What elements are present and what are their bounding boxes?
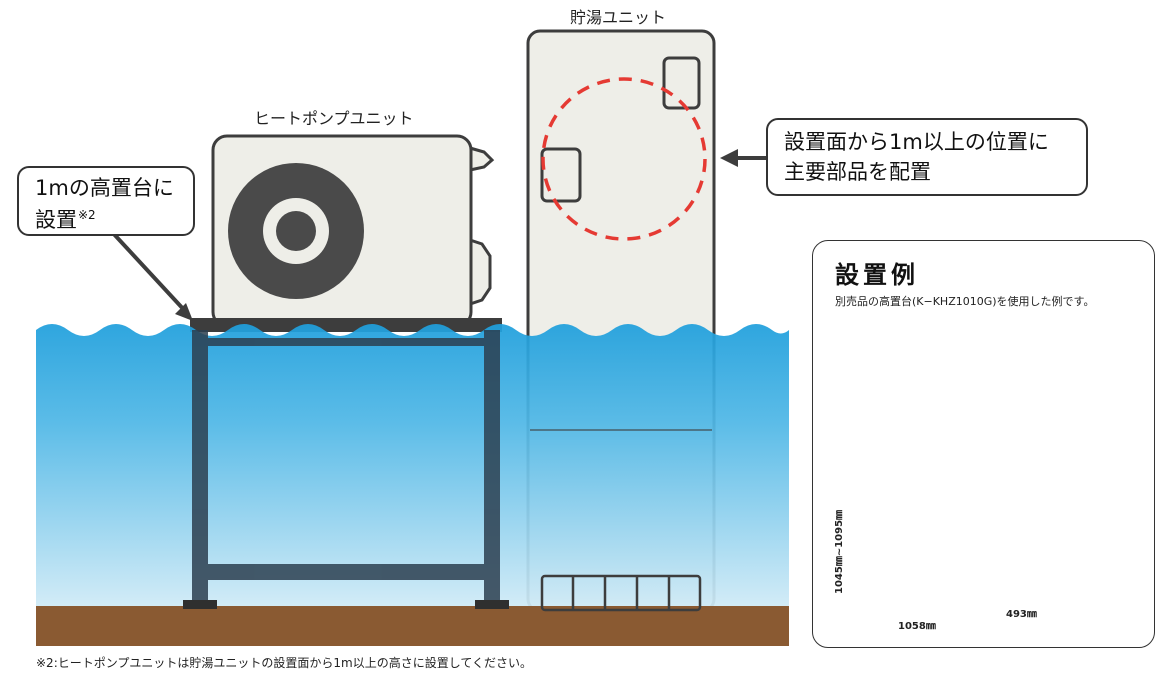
left-callout-pointer: [110, 230, 188, 314]
callout-stand-line1: 1mの高置台に: [35, 176, 174, 200]
flood-water: [36, 324, 789, 606]
callout-stand-line2: 設置: [35, 208, 77, 232]
tank-unit-label: 貯湯ユニット: [570, 8, 667, 27]
tank-component-upper: [662, 56, 701, 110]
heat-pump-unit: [211, 134, 495, 328]
stand-structure: [192, 330, 500, 606]
dimension-height: 1045㎜~1095㎜: [834, 509, 845, 594]
tank-component-lower: [540, 147, 582, 203]
callout-main-parts-line1: 設置面から1m以上の位置に: [784, 130, 1049, 154]
ground: [36, 606, 789, 646]
heat-pump-unit-label: ヒートポンプユニット: [254, 109, 414, 128]
example-title: 設置例: [835, 261, 919, 289]
main-parts-dashed-circle: [541, 77, 707, 241]
installation-example-panel: 設置例 別売品の高置台(K−KHZ1010G)を使用した例です。: [812, 240, 1155, 648]
callout-main-parts-line2: 主要部品を配置: [784, 160, 931, 184]
tank-base-vents: [540, 574, 702, 612]
callout-stand-height: 1mの高置台に 設置※2: [17, 166, 195, 236]
example-description: 別売品の高置台(K−KHZ1010G)を使用した例です。: [835, 295, 1095, 308]
footnote-marker: ※2: [78, 208, 96, 222]
dimension-depth: 493㎜: [1006, 609, 1037, 620]
footnote: ※2:ヒートポンプユニットは貯湯ユニットの設置面から1m以上の高さに設置してくだ…: [36, 656, 532, 670]
dimension-width: 1058㎜: [898, 621, 936, 632]
callout-main-parts: 設置面から1m以上の位置に 主要部品を配置: [766, 118, 1088, 196]
